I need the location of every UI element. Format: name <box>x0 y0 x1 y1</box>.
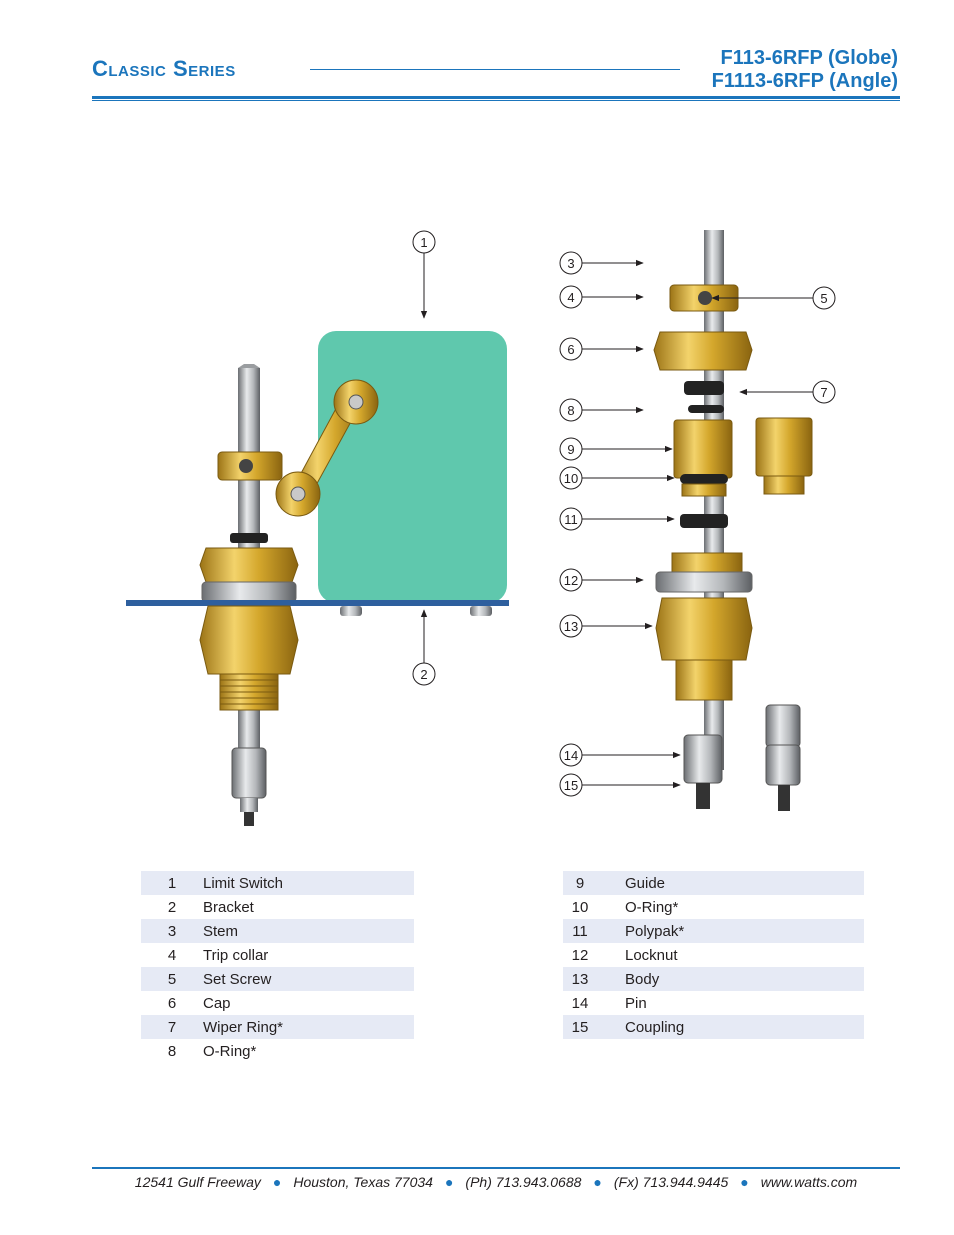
cap <box>199 547 299 583</box>
callout-4: 4 <box>567 290 574 305</box>
callout-15: 15 <box>564 778 578 793</box>
callout-7: 7 <box>820 385 827 400</box>
footer-city: Houston, Texas 77034 <box>293 1174 433 1190</box>
coupling <box>231 747 267 799</box>
locknut <box>201 581 297 603</box>
callout-8: 8 <box>567 403 574 418</box>
bracket <box>126 600 509 606</box>
footer-address: 12541 Gulf Freeway <box>134 1174 261 1190</box>
callout-13: 13 <box>564 619 578 634</box>
assembled-view <box>126 331 509 826</box>
footer-phone: (Ph) 713.943.0688 <box>465 1174 582 1190</box>
callout-2: 2 <box>420 667 427 682</box>
callout-12: 12 <box>564 573 578 588</box>
model-angle: F1113-6RFP (Angle) <box>711 70 898 92</box>
header-rule-short <box>310 69 680 70</box>
bullet-icon: ● <box>272 1174 282 1190</box>
bullet-icon: ● <box>444 1174 454 1190</box>
series-title: Classic Series <box>92 56 236 81</box>
callout-6: 6 <box>567 342 574 357</box>
callout-10: 10 <box>564 471 578 486</box>
exploded-view <box>653 230 813 811</box>
footer: 12541 Gulf Freeway ● Houston, Texas 77034 ●… <box>92 1174 900 1190</box>
footer-fax: (Fx) 713.944.9445 <box>613 1174 729 1190</box>
callout-3: 3 <box>567 256 574 271</box>
callout-1: 1 <box>420 235 427 250</box>
bullet-icon: ● <box>740 1174 749 1190</box>
callout-11: 11 <box>564 512 578 527</box>
body <box>199 605 299 675</box>
footer-website-link[interactable]: www.watts.com <box>760 1174 858 1190</box>
callouts <box>412 230 836 797</box>
model-globe: F113-6RFP (Globe) <box>720 47 898 69</box>
bullet-icon: ● <box>593 1174 602 1190</box>
header-rule-thin <box>92 100 900 101</box>
callout-numbers: 1 2 3 4 5 6 7 8 9 10 11 12 13 14 15 <box>420 235 827 793</box>
callout-5: 5 <box>820 291 827 306</box>
callout-14: 14 <box>564 748 578 763</box>
callout-9: 9 <box>567 442 574 457</box>
footer-rule <box>92 1167 900 1169</box>
model-title: F113-6RFP (Globe) F1113-6RFP (Angle) <box>712 47 898 93</box>
header-rule <box>92 96 900 99</box>
limit-switch-body <box>318 331 507 603</box>
